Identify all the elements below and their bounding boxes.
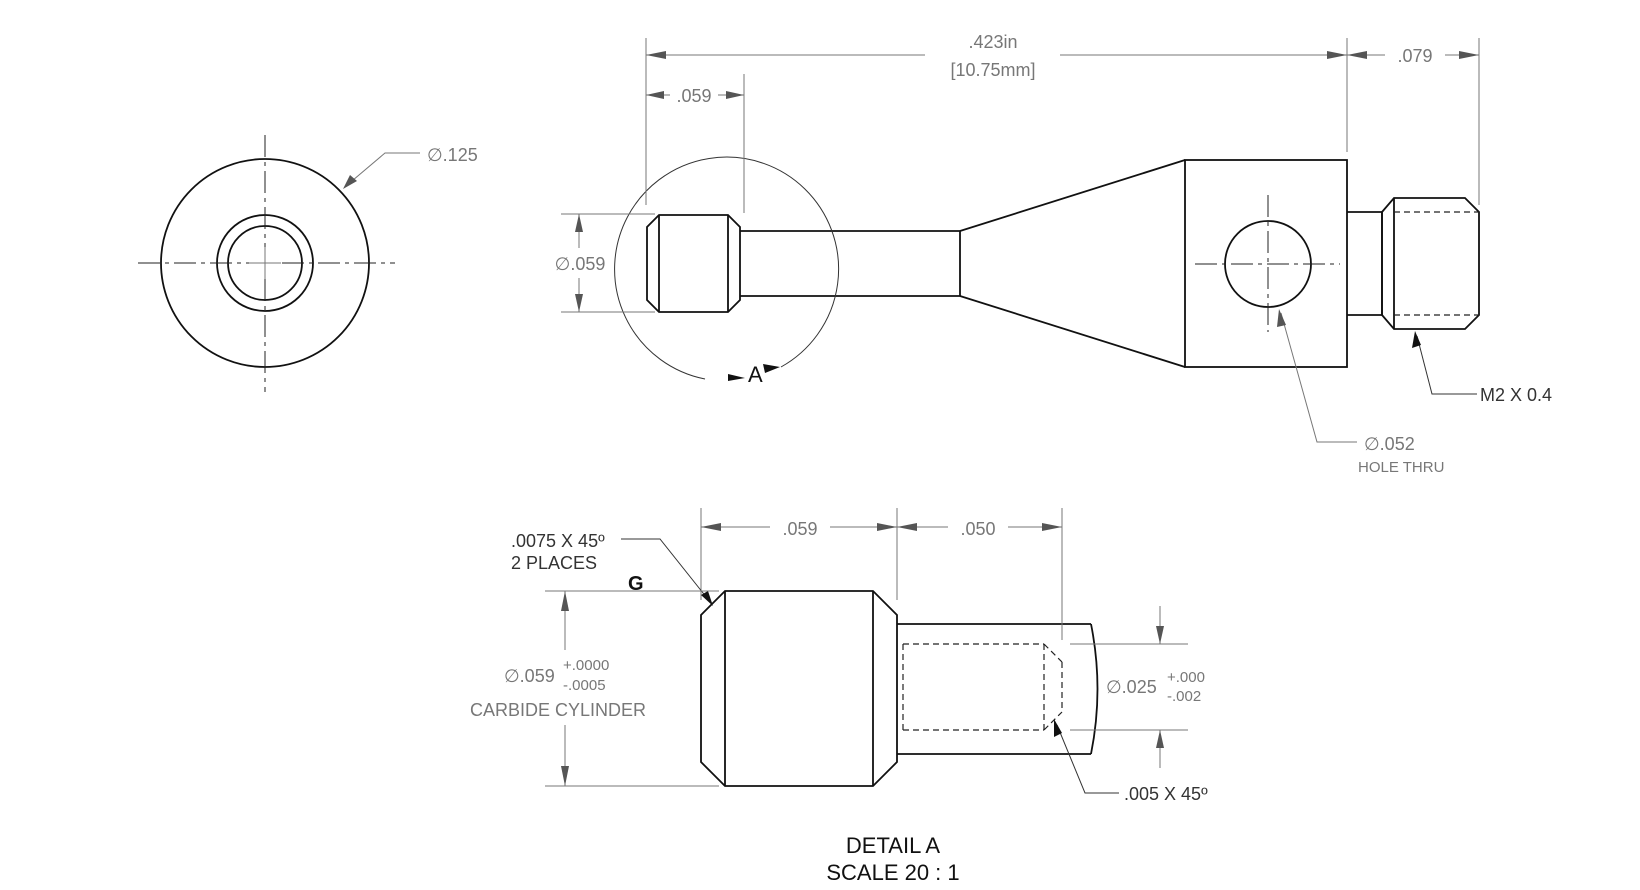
cylinder-tol-lower: -.0005	[563, 677, 606, 694]
cylinder-tol-upper: +.0000	[563, 657, 609, 674]
bore-diameter: ∅.025	[1106, 677, 1157, 697]
taper-top	[959, 159, 1186, 232]
overall-length-label: .423in	[968, 32, 1017, 52]
overall-length-mm-label: [10.75mm]	[950, 60, 1035, 80]
detail-marker: A	[748, 362, 763, 387]
tip-diameter-label: ∅.059	[555, 254, 606, 274]
detail-length-2: .050	[960, 519, 995, 539]
detail-cylinder	[700, 590, 898, 787]
detail-circle	[614, 156, 840, 380]
detail-length-1: .059	[782, 519, 817, 539]
tip-length-label: .059	[676, 86, 711, 106]
thread-length-label: .079	[1397, 46, 1432, 66]
cylinder-note: CARBIDE CYLINDER	[470, 700, 646, 720]
taper-bottom	[959, 295, 1186, 368]
detail-scale: SCALE 20 : 1	[826, 860, 959, 885]
end-view: ∅.125	[138, 135, 478, 392]
chamfer-note-1: .0075 X 45º	[511, 531, 605, 551]
detail-view: .059 .050 .0075 X 45º 2 PLACES G ∅.059 +…	[470, 508, 1208, 885]
threaded-section	[1381, 197, 1480, 330]
datum-label: G	[628, 573, 644, 595]
cylinder-diameter: ∅.059	[504, 666, 555, 686]
end-dia-leader	[345, 152, 420, 187]
thread-spec-label: M2 X 0.4	[1480, 385, 1552, 405]
bore-tol-lower: -.002	[1167, 688, 1201, 705]
tip-cylinder	[646, 214, 741, 313]
end-diameter-label: ∅.125	[427, 145, 478, 165]
hole-diameter-label: ∅.052	[1364, 434, 1415, 454]
bore-tol-upper: +.000	[1167, 669, 1205, 686]
body-block	[1184, 159, 1348, 368]
shank-end	[1090, 623, 1099, 755]
hole-note-label: HOLE THRU	[1358, 459, 1444, 476]
detail-title: DETAIL A	[846, 833, 940, 858]
side-view: A .423in [10.75mm] .079 .059 ∅.059	[555, 32, 1552, 476]
bore-chamfer-note: .005 X 45º	[1124, 784, 1208, 804]
chamfer-note-2: 2 PLACES	[511, 553, 597, 573]
hole-leader	[1280, 312, 1357, 443]
